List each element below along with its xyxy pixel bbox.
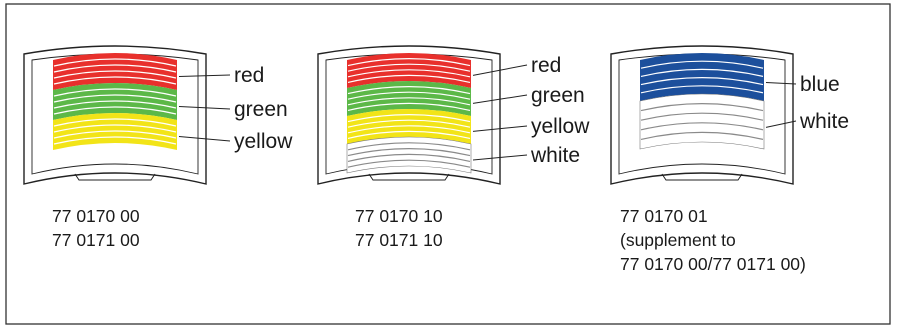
card-tab <box>661 173 743 181</box>
strip-set-3: blue white 77 0170 01 (supplement to 77 0170… <box>610 45 849 274</box>
band-yellow <box>347 109 471 144</box>
leader-line <box>765 82 797 85</box>
band-stripe <box>640 60 764 69</box>
band-stripe <box>347 102 471 111</box>
band-stripe <box>640 122 764 131</box>
leader-line <box>765 120 797 128</box>
band-stripe <box>347 142 471 151</box>
kits-layer: red green yellow 77 0170 00 77 0171 00 red gre… <box>23 45 849 274</box>
band-stripe <box>347 69 471 78</box>
band-label-green: green <box>234 98 288 121</box>
article-code-line: 77 0170 00/77 0171 00) <box>620 254 806 274</box>
leader-line <box>472 94 528 104</box>
band-stripe <box>640 112 764 121</box>
band-stripe <box>640 103 764 112</box>
leader-line <box>178 136 231 142</box>
band-stripe <box>640 68 764 77</box>
band-stripe <box>53 76 177 85</box>
band-stripe <box>347 153 471 162</box>
band-stripe <box>53 136 177 145</box>
band-label-white: white <box>530 144 580 167</box>
band-stripe <box>53 58 177 67</box>
band-label-blue: blue <box>800 73 840 96</box>
band-stripe <box>53 106 177 115</box>
strip-set-1: red green yellow 77 0170 00 77 0171 00 <box>23 45 293 250</box>
article-code-line: 77 0170 00 <box>52 206 140 226</box>
band-label-green: green <box>531 84 585 107</box>
band-stripe <box>347 130 471 139</box>
band-stripe <box>53 124 177 133</box>
band-stripe <box>53 118 177 127</box>
band-stripe <box>347 63 471 72</box>
band-white <box>639 93 765 150</box>
band-stripe <box>347 114 471 123</box>
leader-line <box>178 106 231 110</box>
band-stripe <box>347 91 471 100</box>
band-stripe <box>347 119 471 128</box>
band-stripe <box>347 58 471 67</box>
band-stripe <box>53 130 177 139</box>
band-stripe <box>53 100 177 109</box>
band-green <box>347 81 471 116</box>
card-tab <box>74 173 156 181</box>
band-stripe <box>640 131 764 140</box>
band-stripe <box>53 64 177 73</box>
band-red <box>347 53 471 88</box>
strip-set-2: red green yellow white 77 0170 10 77 0171 10 <box>317 45 590 250</box>
band-stripe <box>640 85 764 94</box>
band-label-yellow: yellow <box>531 115 590 138</box>
band-stripe <box>347 125 471 134</box>
article-code-line: 77 0171 00 <box>52 230 140 250</box>
leader-line <box>472 64 528 76</box>
leader-line <box>178 74 231 77</box>
band-label-red: red <box>234 64 264 87</box>
band-stripe <box>53 88 177 97</box>
article-code-line: 77 0170 01 <box>620 206 708 226</box>
band-label-red: red <box>531 54 561 77</box>
frame-border <box>5 3 891 325</box>
band-stripe <box>347 74 471 83</box>
band-stripe <box>347 148 471 157</box>
article-code-line: 77 0171 10 <box>355 230 443 250</box>
card-tab <box>368 173 450 181</box>
leader-line <box>472 125 528 132</box>
article-code-line: 77 0170 10 <box>355 206 443 226</box>
band-stripe <box>347 159 471 168</box>
band-stripe <box>347 97 471 106</box>
article-code-line: (supplement to <box>620 230 736 250</box>
band-stripe <box>53 94 177 103</box>
band-stripe <box>347 86 471 95</box>
leader-line <box>472 154 528 161</box>
band-stripe <box>53 70 177 79</box>
band-label-yellow: yellow <box>234 130 293 153</box>
band-label-white: white <box>799 110 849 133</box>
band-stripe <box>640 77 764 86</box>
